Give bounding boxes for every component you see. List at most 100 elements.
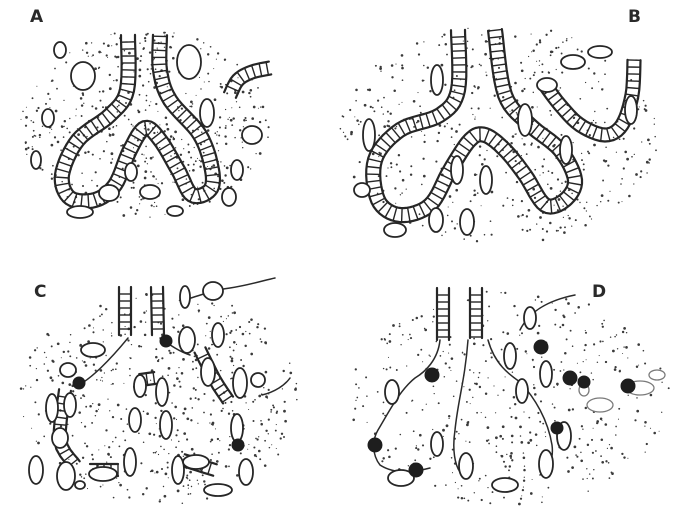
stipple-dot (203, 412, 205, 414)
stipple-dot (653, 432, 656, 435)
stipple-dot (611, 472, 614, 475)
dark-cell (621, 379, 635, 393)
stipple-dot (60, 149, 62, 151)
epithelial-cell-border (198, 189, 202, 203)
stipple-dot (240, 359, 242, 361)
stipple-dot (591, 87, 593, 89)
stipple-dot (523, 457, 526, 460)
stipple-dot (567, 302, 570, 305)
stipple-dot (265, 371, 268, 374)
stipple-dot (586, 359, 587, 360)
epithelial-cell-border (540, 199, 549, 210)
stromal-cell (180, 286, 190, 308)
stipple-dot (217, 131, 218, 132)
stipple-dot (91, 454, 93, 456)
epithelial-cell-border (197, 139, 210, 145)
stipple-dot (470, 235, 472, 237)
stipple-dot (168, 477, 169, 478)
stipple-dot (461, 419, 463, 421)
stipple-dot (386, 343, 388, 345)
stipple-dot (69, 52, 70, 53)
stipple-dot (197, 377, 198, 378)
stromal-cell (504, 343, 516, 369)
stipple-dot (349, 109, 351, 111)
stipple-dot (185, 93, 186, 94)
stipple-dot (232, 117, 234, 119)
stipple-dot (245, 331, 246, 332)
stipple-dot (183, 485, 185, 487)
stipple-dot (419, 105, 421, 107)
stipple-dot (438, 402, 440, 404)
stipple-dot (100, 380, 101, 381)
stipple-dot (153, 452, 154, 453)
stipple-dot (541, 71, 543, 73)
stipple-dot (47, 93, 49, 95)
stipple-dot (536, 445, 538, 447)
stipple-dot (232, 312, 233, 313)
stipple-dot (571, 193, 573, 195)
stipple-dot (224, 135, 226, 137)
stipple-dot (159, 500, 161, 502)
stipple-dot (472, 397, 473, 398)
stipple-dot (564, 352, 567, 355)
stipple-dot (388, 125, 390, 127)
stipple-dot (250, 353, 253, 356)
stipple-dot (95, 171, 97, 173)
stipple-dot (22, 111, 24, 113)
stipple-dot (107, 57, 108, 58)
stipple-dot (177, 167, 179, 169)
stipple-dot (156, 423, 157, 424)
stipple-dot (654, 136, 656, 138)
stipple-dot (131, 187, 133, 189)
stipple-dot (537, 146, 540, 149)
stipple-dot (99, 305, 102, 308)
stipple-dot (490, 352, 492, 354)
stipple-dot (459, 124, 461, 126)
stipple-dot (421, 184, 423, 186)
stipple-dot (203, 152, 205, 154)
stipple-dot (209, 201, 211, 203)
stipple-dot (475, 117, 476, 118)
stipple-dot (220, 370, 221, 371)
stipple-dot (117, 404, 120, 407)
stipple-dot (140, 199, 141, 200)
stipple-dot (91, 56, 92, 57)
stipple-dot (149, 216, 150, 217)
stipple-dot (165, 116, 168, 119)
stipple-dot (485, 392, 487, 394)
stipple-dot (207, 129, 210, 132)
stromal-cell (140, 185, 160, 199)
epithelial-cell-border (375, 144, 387, 152)
stipple-dot (226, 167, 229, 170)
stipple-dot (49, 132, 50, 133)
stipple-dot (178, 441, 180, 443)
stipple-dot (181, 372, 184, 375)
stipple-dot (140, 462, 142, 464)
stipple-dot (264, 327, 266, 329)
stipple-dot (399, 325, 401, 327)
panel-label-b: B (628, 7, 641, 27)
stipple-dot (192, 103, 194, 105)
stipple-dot (623, 167, 625, 169)
stipple-dot (396, 164, 398, 166)
stipple-dot (485, 360, 487, 362)
stipple-dot (389, 340, 392, 343)
stipple-dot (618, 419, 619, 420)
stipple-dot (69, 131, 71, 133)
stromal-cell (172, 456, 184, 484)
stipple-dot (260, 106, 261, 107)
stipple-dot (112, 127, 113, 128)
stipple-dot (601, 194, 604, 197)
stipple-dot (35, 135, 37, 137)
stipple-dot (501, 455, 504, 458)
stipple-dot (81, 104, 83, 106)
stipple-dot (481, 34, 482, 35)
stipple-dot (195, 367, 197, 369)
stipple-dot (245, 402, 246, 403)
epithelial-cell-border (499, 143, 509, 153)
stipple-dot (215, 428, 216, 429)
stipple-dot (154, 417, 156, 419)
stipple-dot (448, 415, 450, 417)
stipple-dot (410, 173, 412, 175)
stipple-dot (638, 365, 639, 366)
